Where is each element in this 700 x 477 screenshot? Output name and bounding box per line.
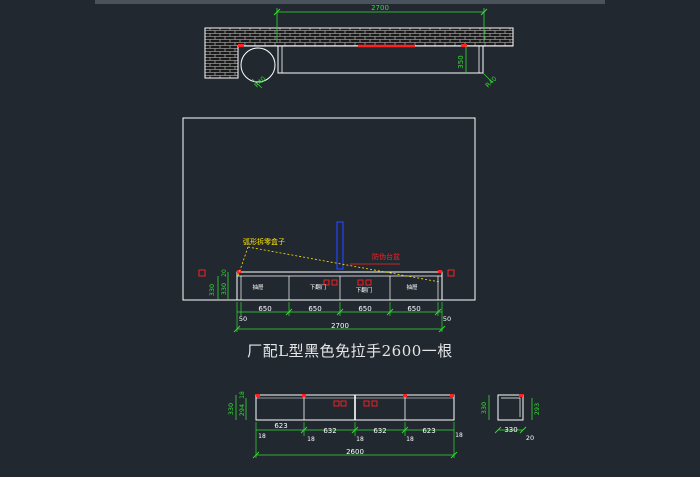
section-view: 330 294 18 623 632 632 623 18 18 18 18 1…	[227, 391, 463, 459]
section-gap-3: 18	[356, 436, 364, 443]
section-height-inner: 294	[238, 404, 246, 416]
edge-dim-right: 50	[443, 315, 451, 323]
section-total-dim: 2600	[346, 448, 364, 456]
side-outline	[497, 394, 524, 421]
section-gap-4: 18	[406, 436, 414, 443]
side-height-dim: 330	[480, 402, 488, 414]
panel-label-3: 下翻门	[356, 286, 373, 294]
elevation-height-dim-inner: 330	[220, 283, 228, 295]
segment-dim-1: 650	[258, 305, 271, 313]
segment-dim-3: 650	[358, 305, 371, 313]
elevation-total-dim: 2700	[331, 322, 349, 330]
panel-label-1: 抽屉	[252, 283, 264, 291]
elevation-height-dim: 330	[208, 284, 216, 296]
section-seg-2: 632	[323, 427, 336, 435]
section-top-gap: 18	[239, 391, 246, 399]
section-gap-1: 18	[258, 433, 266, 440]
brick-wall	[204, 27, 514, 79]
segment-dim-2: 650	[308, 305, 321, 313]
plan-radius-left: R40	[253, 75, 268, 90]
top-toolbar-strip	[95, 0, 605, 4]
side-thickness-dim: 20	[526, 434, 534, 442]
elevation-view: 抽屉 下翻门 下翻门 抽屉 弧形拆零盒子 防伪台盆 330 330 20	[182, 117, 476, 333]
plan-width-dim: 2700	[371, 4, 389, 12]
panel-label-2: 下翻门	[310, 283, 327, 291]
drawing-caption: 厂配L型黑色免拉手2600一根	[247, 342, 453, 360]
handle-bar	[336, 221, 344, 270]
section-gap-2: 18	[307, 436, 315, 443]
column-circle	[240, 47, 276, 83]
plan-radius-right: R40	[484, 75, 499, 90]
edge-dim-left: 50	[239, 315, 247, 323]
side-view: 330 293 330 20	[480, 394, 541, 442]
section-gap-5: 18	[455, 432, 463, 439]
side-width-dim: 330	[504, 426, 517, 434]
plan-view: 2700 350 R40 R40	[204, 4, 514, 90]
cabinet-plan-outline	[277, 45, 484, 74]
panel-label-4: 抽屉	[406, 283, 418, 291]
annotation-power: 防伪台盆	[372, 252, 400, 261]
annotation-handle-box: 弧形拆零盒子	[243, 237, 285, 246]
elevation-small-dim: 20	[221, 269, 228, 277]
side-inner-height: 293	[533, 403, 541, 415]
cabinet-elevation	[236, 271, 443, 301]
section-height-outer: 330	[227, 403, 235, 415]
section-seg-1: 623	[274, 422, 287, 430]
plan-depth-dim: 350	[457, 55, 465, 68]
section-seg-4: 623	[422, 427, 435, 435]
section-seg-3: 632	[373, 427, 386, 435]
segment-dim-4: 650	[407, 305, 420, 313]
